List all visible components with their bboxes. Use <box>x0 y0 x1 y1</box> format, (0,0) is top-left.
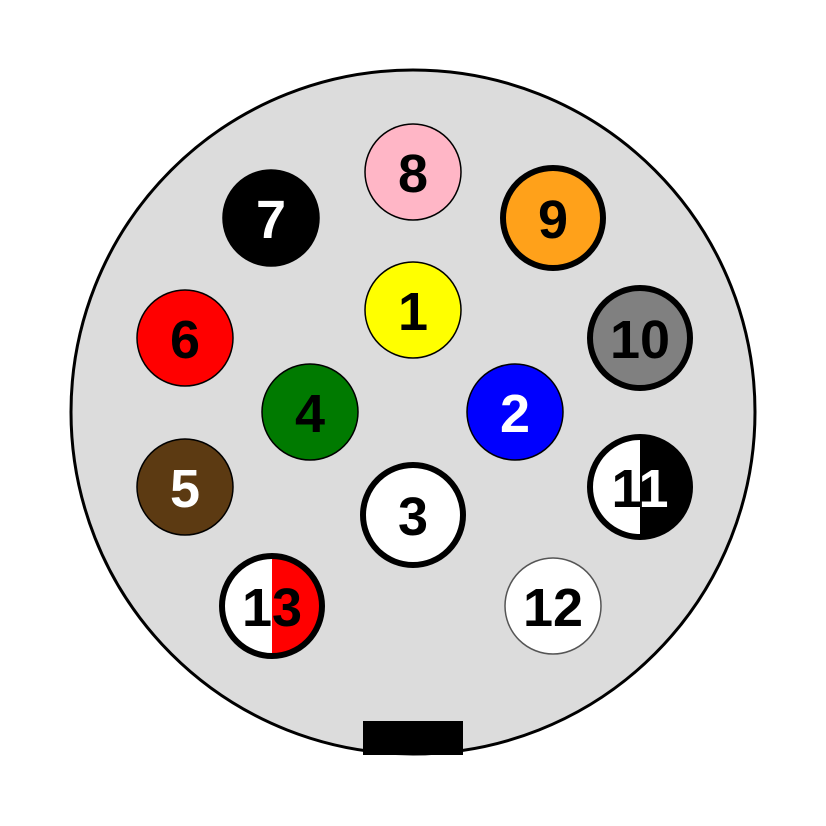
pin-7-label: 7 <box>256 190 286 250</box>
pin-13-right-half <box>272 556 322 656</box>
pin-4-label: 4 <box>295 384 325 444</box>
pin-6: 6 <box>136 289 234 387</box>
pin-7-circle <box>222 169 320 267</box>
pin-3: 3 <box>360 462 466 568</box>
pin-13-label: 13 <box>242 578 302 638</box>
pin-7: 7 <box>222 169 320 267</box>
pin-2: 2 <box>466 363 564 461</box>
pin-10: 10 <box>587 285 693 391</box>
pin-11-right-half <box>640 437 690 537</box>
connector-key-notch <box>363 721 463 755</box>
pin-11-ring <box>587 434 693 540</box>
pin-12-label: 12 <box>523 578 583 638</box>
pin-5-label: 5 <box>170 459 200 519</box>
pin-12: 12 <box>504 557 602 655</box>
pin-1-circle <box>364 261 462 359</box>
pin-1: 1 <box>364 261 462 359</box>
pin-11-label: 11 <box>611 459 668 519</box>
pin-9: 9 <box>500 165 606 271</box>
pin-11-label-right: 11 <box>611 459 668 519</box>
pin-8-label: 8 <box>398 144 428 204</box>
pin-9-circle <box>500 165 606 271</box>
pin-8-circle <box>364 123 462 221</box>
pin-10-label: 10 <box>610 310 670 370</box>
pin-3-label: 3 <box>398 487 428 547</box>
pin-4-circle <box>261 363 359 461</box>
pin-9-label: 9 <box>538 190 568 250</box>
pin-13-ring <box>219 553 325 659</box>
pin-4: 4 <box>261 363 359 461</box>
pin-10-circle <box>587 285 693 391</box>
pin-6-circle <box>136 289 234 387</box>
pin-6-label: 6 <box>170 310 200 370</box>
pin-8: 8 <box>364 123 462 221</box>
pin-2-circle <box>466 363 564 461</box>
pin-1-label: 1 <box>398 282 428 342</box>
pin-12-circle <box>504 557 602 655</box>
pin-13-label-right: 13 <box>242 578 302 638</box>
pin-5: 5 <box>136 438 234 536</box>
pin-11-left-half <box>590 437 640 537</box>
pin-13-left-half <box>222 556 272 656</box>
pin-5-circle <box>136 438 234 536</box>
pin-2-label: 2 <box>500 384 530 444</box>
pin-3-circle <box>360 462 466 568</box>
